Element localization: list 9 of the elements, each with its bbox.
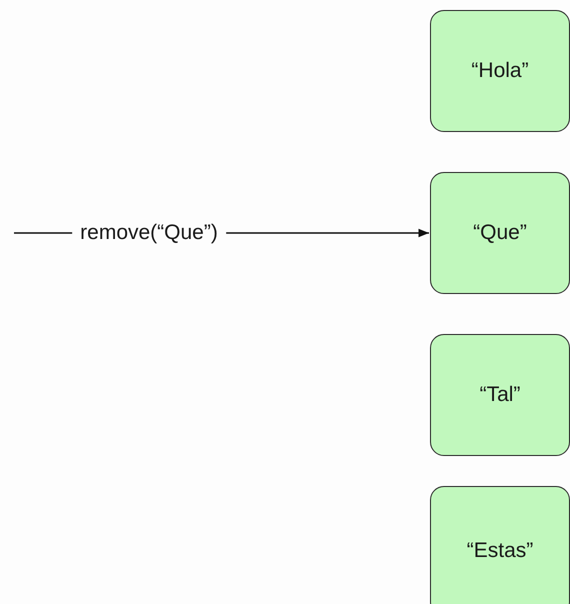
rounded-box [430,334,570,456]
rounded-box [430,10,570,132]
edge-label: remove(“Que”) [72,221,226,245]
rounded-box [430,486,570,604]
box-label: “Tal” [480,383,520,407]
box-label: “Estas” [466,539,534,563]
rounded-box [430,172,570,294]
box-label: “Que” [473,221,527,245]
box-label: “Hola” [471,59,529,83]
